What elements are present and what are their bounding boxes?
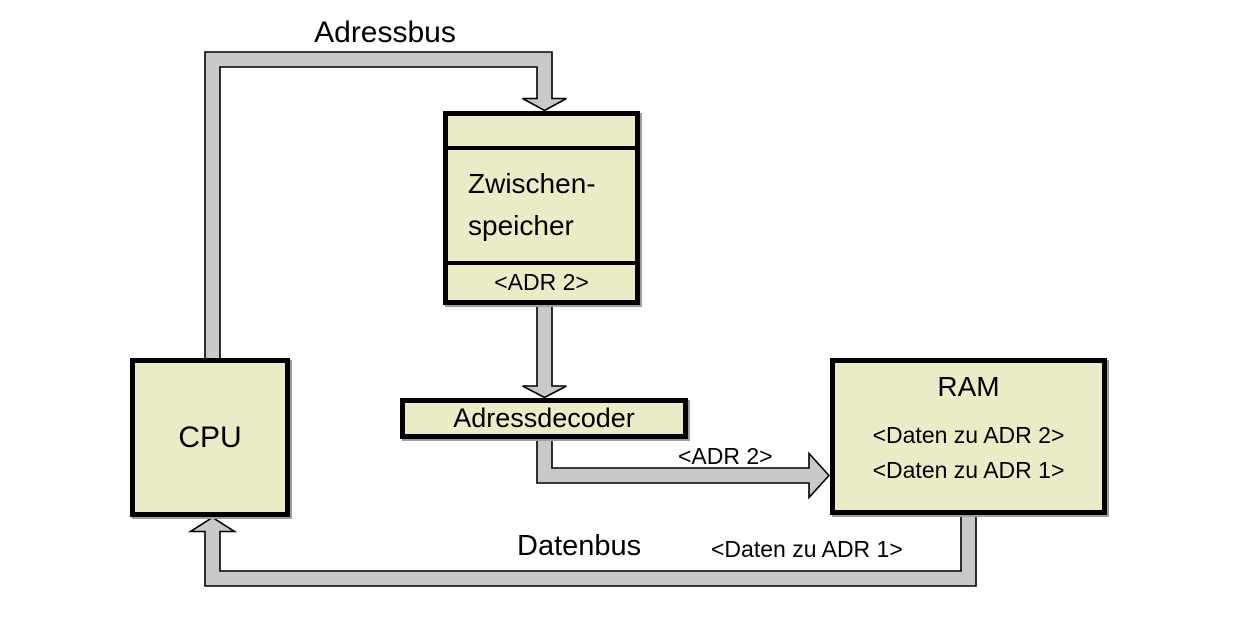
zwischenspeicher-box: Zwischen- speicher <ADR 2> bbox=[443, 111, 640, 305]
adressbus-arrow bbox=[204, 51, 567, 361]
datenbus-label: Datenbus bbox=[517, 530, 642, 562]
ram-box-title: RAM bbox=[937, 371, 1000, 402]
zwischenspeicher-title-line2: speicher bbox=[468, 210, 574, 241]
ram-data-row-adr2: <Daten zu ADR 2> bbox=[872, 422, 1065, 448]
ram-data-row-adr1: <Daten zu ADR 1> bbox=[872, 457, 1065, 483]
decoder-to-ram-arrow bbox=[536, 435, 831, 500]
zwischenspeicher-title: Zwischen- speicher bbox=[448, 150, 635, 265]
daten-zu-adr1-bus-label: <Daten zu ADR 1> bbox=[711, 536, 903, 562]
ram-box: RAM <Daten zu ADR 2> <Daten zu ADR 1> bbox=[830, 358, 1107, 515]
zwischenspeicher-adr-slot: <ADR 2> bbox=[494, 269, 589, 295]
cpu-box-title: CPU bbox=[178, 420, 242, 454]
zwischenspeicher-empty-slot bbox=[448, 116, 635, 150]
datenbus-arrow bbox=[187, 512, 977, 587]
cpu-box: CPU bbox=[130, 358, 290, 517]
adr2-bus-label: <ADR 2> bbox=[678, 443, 773, 469]
buffer-to-decoder-arrow bbox=[522, 302, 567, 399]
adressbus-label: Adressbus bbox=[314, 16, 456, 49]
adressdecoder-box: Adressdecoder bbox=[400, 398, 688, 439]
zwischenspeicher-title-line1: Zwischen- bbox=[468, 168, 596, 199]
adressdecoder-box-title: Adressdecoder bbox=[453, 403, 635, 433]
